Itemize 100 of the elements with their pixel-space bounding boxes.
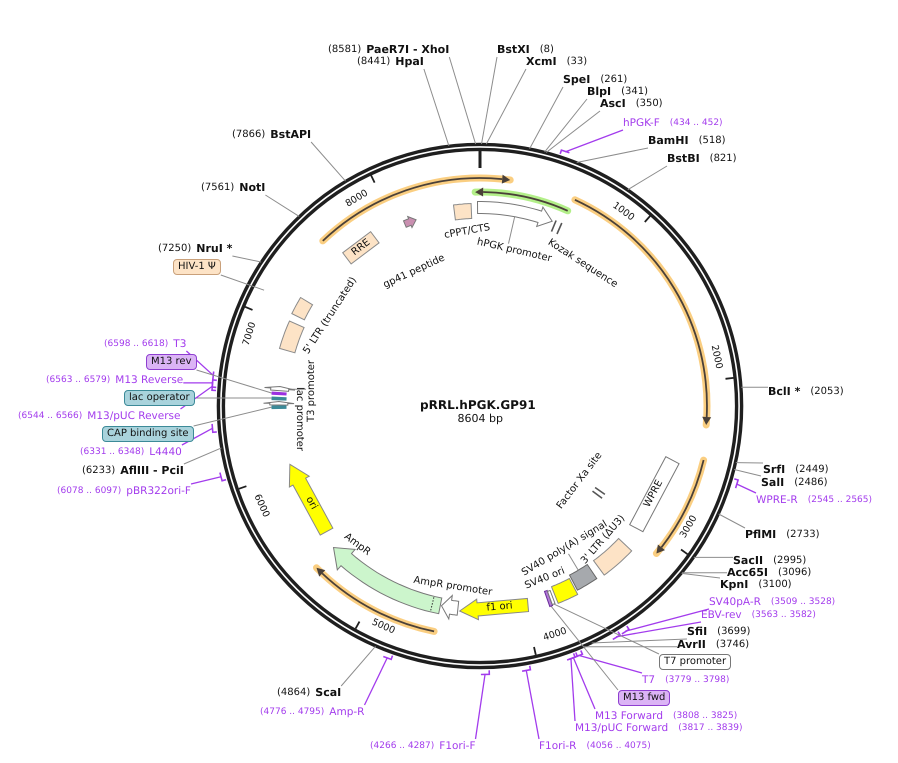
cut-position: (2995) (773, 554, 806, 567)
primer-range: (4776 .. 4795) (260, 706, 324, 719)
enzyme-name: HpaI (395, 55, 424, 69)
cut-position: (350) (636, 97, 663, 111)
leader-line (508, 216, 516, 244)
primer-name: Amp-R (329, 705, 364, 719)
feature-tag: M13 fwd (618, 690, 670, 706)
cut-position: (2449) (795, 463, 828, 477)
leader-line (625, 608, 710, 632)
feature-box (270, 390, 288, 397)
primer-range: (434 .. 452) (670, 117, 723, 130)
leader-line (186, 350, 214, 376)
primer-name: M13/pUC Reverse (87, 409, 180, 423)
cut-position: (821) (710, 152, 737, 166)
leader-line (481, 56, 498, 144)
leader-line (220, 274, 265, 291)
leader-line (183, 447, 222, 464)
enzyme-name: SrfI (763, 463, 786, 477)
primer-name: M13 Reverse (115, 373, 184, 387)
leader-line (572, 657, 596, 710)
enzyme-name: SacII (733, 554, 764, 568)
leader-line (550, 605, 618, 690)
feature-box (568, 563, 598, 592)
primer-name: pBR322ori-F (126, 484, 191, 498)
cut-position: (7250) (158, 242, 192, 256)
leader-line (616, 621, 702, 638)
primer-range: (6331 .. 6348) (80, 446, 144, 459)
leader-line (735, 462, 764, 464)
leader-line (681, 572, 720, 578)
enzyme-name: BamHI (648, 134, 689, 148)
leader-line (553, 603, 660, 654)
cut-position: (2053) (810, 385, 844, 399)
cut-position: (518) (698, 134, 726, 148)
position-number: 2000 (708, 344, 724, 370)
feature-tag: HIV-1 Ψ (173, 259, 221, 275)
site-mark (550, 219, 563, 236)
cut-position: (2733) (786, 528, 820, 542)
cut-position: (3100) (758, 578, 792, 592)
leader-line (693, 556, 734, 558)
primer-range: (3808 .. 3825) (672, 710, 738, 723)
leader-line (564, 129, 624, 152)
enzyme-name: SfiI (687, 625, 708, 639)
cut-position: (7561) (201, 181, 234, 195)
feature-tag: T7 promoter (659, 654, 732, 670)
leader-line (718, 514, 746, 528)
enzyme-name: BstAPI (270, 128, 312, 142)
leader-line (740, 386, 768, 388)
cut-position: (341) (621, 85, 648, 98)
primer-name: SV40pA-R (709, 595, 761, 609)
enzyme-name: BlpI (587, 85, 612, 99)
enzyme-name: BclI * (768, 385, 800, 399)
enzyme-name: BstXI (497, 43, 530, 57)
leader-line (180, 385, 214, 410)
feature-segment (440, 594, 460, 620)
feature-segment (263, 384, 296, 393)
leader-line (196, 370, 272, 394)
leader-line (576, 148, 648, 163)
leader-line (364, 657, 388, 706)
cut-position: (8441) (357, 55, 390, 69)
position-number: 4000 (542, 626, 568, 644)
primer-range: (4056 .. 4075) (586, 740, 651, 753)
cut-position: (6233) (82, 464, 116, 478)
primer-range: (3509 .. 3528) (770, 596, 836, 609)
enzyme-name: ScaI (315, 686, 342, 700)
enzyme-name: Acc65I (727, 566, 768, 579)
primer-range: (3779 .. 3798) (665, 674, 730, 687)
enzyme-name: NruI * (196, 242, 232, 256)
leader-line (340, 646, 376, 686)
feature-box (270, 404, 288, 410)
primer-range: (2545 .. 2565) (808, 494, 872, 507)
leader-line (486, 68, 526, 145)
leader-line (232, 256, 262, 262)
feature-label: T3 promoter (306, 360, 318, 422)
leader-line (583, 646, 678, 648)
feature-segment (402, 214, 418, 229)
feature-segment (262, 400, 296, 406)
feature-label: AmpR promoter (412, 574, 492, 600)
leader-line (474, 674, 486, 740)
feature-tag: lac operator (124, 390, 195, 406)
primer-range: (4266 .. 4287) (370, 740, 434, 753)
primer-range: (3817 .. 3839) (678, 722, 742, 735)
cut-position: (33) (566, 55, 588, 69)
leader-line (182, 428, 214, 446)
feature-label: lac promoter (293, 387, 305, 451)
leader-line (734, 469, 762, 476)
leader-line (546, 110, 600, 153)
leader-line (183, 382, 213, 384)
primer-name: F1ori-R (539, 739, 576, 753)
enzyme-name: NotI (239, 181, 266, 195)
cut-position: (4864) (277, 686, 310, 700)
primer-name: T7 (642, 673, 656, 687)
primer-name: L4440 (149, 445, 182, 459)
primer-range: (6078 .. 6097) (57, 485, 122, 498)
enzyme-name: SpeI (563, 73, 590, 86)
feature-box (452, 202, 474, 222)
feature-box (546, 588, 556, 606)
site-mark (591, 486, 607, 500)
cut-position: (261) (600, 73, 628, 86)
leader-line (627, 166, 668, 190)
feature-tag: CAP binding site (102, 426, 194, 442)
